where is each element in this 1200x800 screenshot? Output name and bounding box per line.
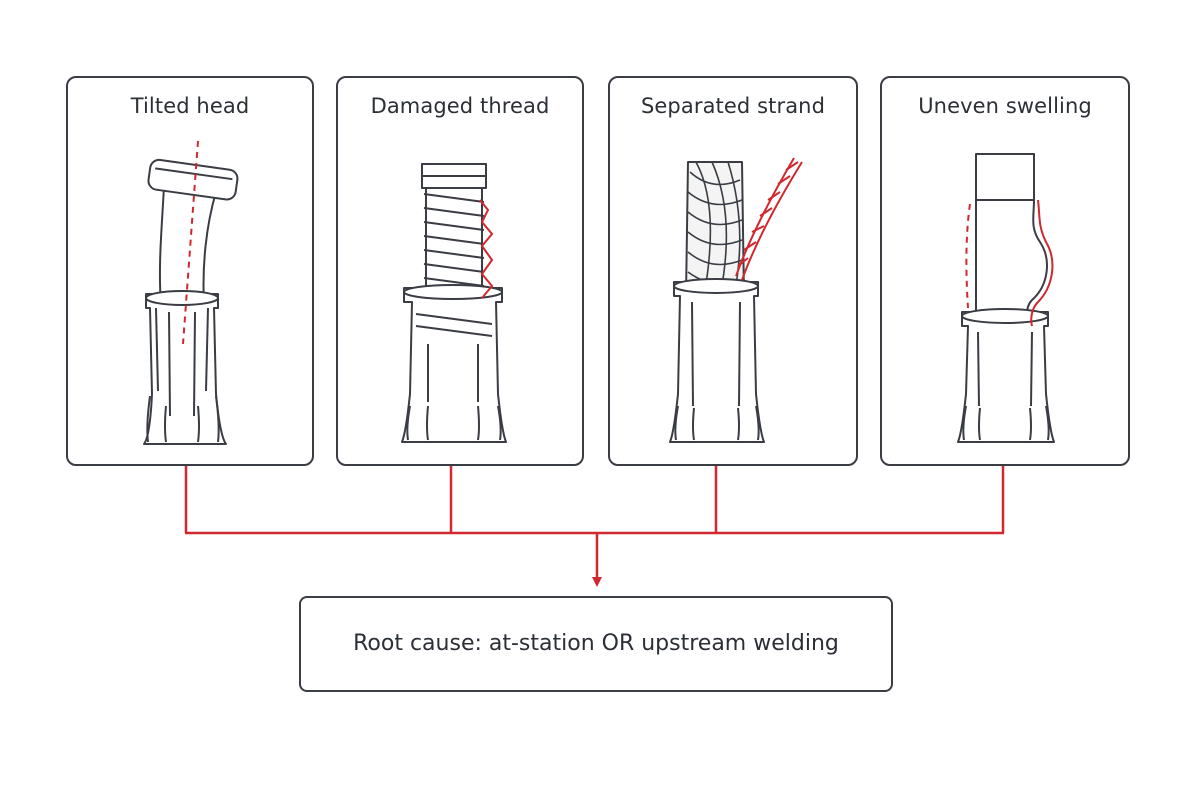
damaged-thread-illustration <box>401 163 507 443</box>
panel-title: Uneven swelling <box>918 94 1092 118</box>
panel-damaged-thread: Damaged thread <box>336 76 584 466</box>
panel-title: Tilted head <box>130 94 250 118</box>
panel-separated-strand: Separated strand <box>608 76 858 466</box>
connector-lines <box>184 466 1005 587</box>
separated-strand-illustration <box>669 157 803 443</box>
thread-damage-marker <box>479 199 494 299</box>
root-cause-label: Root cause: at-station OR upstream weldi… <box>353 631 839 656</box>
uneven-swelling-illustration <box>957 153 1055 443</box>
panel-title: Separated strand <box>640 94 826 118</box>
separated-strand-marker <box>735 157 803 281</box>
root-cause-box: Root cause: at-station OR upstream weldi… <box>299 596 893 692</box>
tilt-axis-marker <box>182 140 199 345</box>
tilted-head-illustration <box>143 140 239 445</box>
swelling-markers <box>965 199 1054 327</box>
panel-title: Damaged thread <box>370 94 550 118</box>
panel-tilted-head: Tilted head <box>66 76 314 466</box>
panel-uneven-swelling: Uneven swelling <box>880 76 1130 466</box>
